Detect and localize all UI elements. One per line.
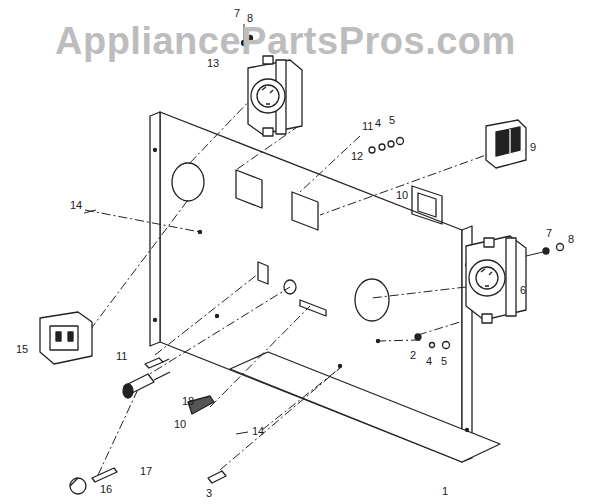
fuse xyxy=(70,468,117,494)
screw xyxy=(208,471,226,483)
callout-number: 9 xyxy=(530,142,536,153)
fuse-holder xyxy=(123,372,170,398)
callout-number: 13 xyxy=(207,58,219,69)
panel-cutout xyxy=(258,262,268,284)
panel-hole xyxy=(355,279,389,321)
callout-number: 3 xyxy=(206,488,212,499)
gasket xyxy=(412,186,442,224)
receptacle xyxy=(248,56,302,136)
callout-number: 1 xyxy=(442,486,448,497)
panel-hole xyxy=(172,163,204,201)
callout-number: 2 xyxy=(410,350,416,361)
callout-number: 14 xyxy=(252,426,264,437)
callout-number: 11 xyxy=(116,351,127,362)
callout-number: 17 xyxy=(140,466,152,477)
callout-number: 8 xyxy=(568,234,574,245)
callout-number: 8 xyxy=(247,13,253,24)
switch xyxy=(486,120,526,168)
watermark: AppliancePartsPros.com xyxy=(55,22,516,60)
callout-number: 14 xyxy=(70,200,82,211)
panel-cutout xyxy=(292,192,318,230)
callout-number: 18 xyxy=(182,396,194,407)
callout-number: 6 xyxy=(520,285,526,296)
receptacle xyxy=(40,312,92,364)
callout-number: 10 xyxy=(396,190,408,201)
callout-number: 5 xyxy=(441,356,447,367)
callout-number: 5 xyxy=(389,115,395,126)
callout-number: 15 xyxy=(16,344,28,355)
panel-base xyxy=(230,352,500,462)
panel-flange xyxy=(150,112,160,346)
panel-cutout xyxy=(236,170,262,208)
callout-number: 16 xyxy=(100,484,112,495)
callout-number: 4 xyxy=(426,356,432,367)
callout-number: 12 xyxy=(351,151,363,162)
lamp xyxy=(145,358,169,368)
panel-face xyxy=(160,112,462,462)
callout-number: 7 xyxy=(546,228,552,239)
callout-number: 7 xyxy=(234,8,240,19)
receptacle xyxy=(466,236,526,323)
callout-number: 11 xyxy=(362,121,373,132)
callout-number: 4 xyxy=(375,118,381,129)
callout-number: 10 xyxy=(174,419,186,430)
